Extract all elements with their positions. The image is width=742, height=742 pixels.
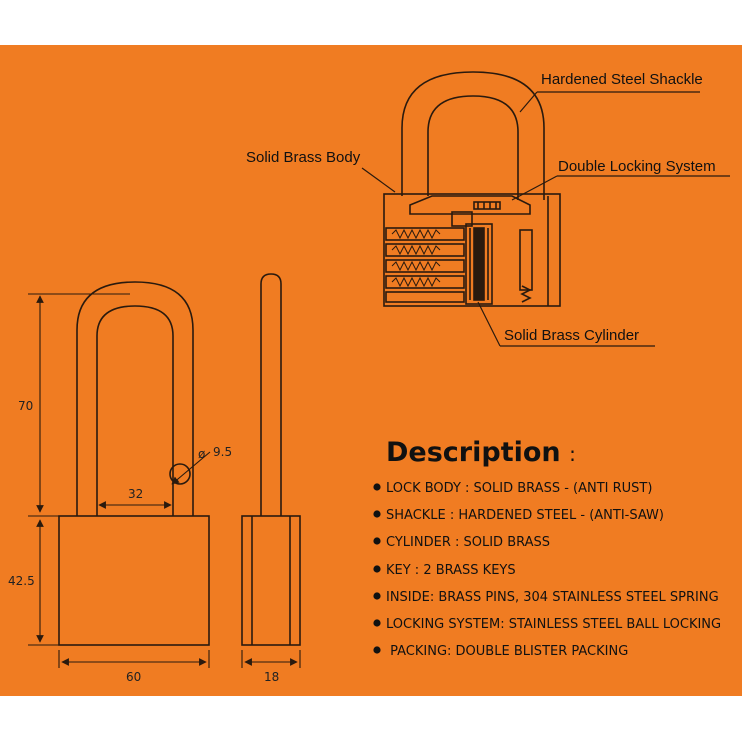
feature-item: PACKING: DOUBLE BLISTER PACKING <box>386 644 628 659</box>
dim-body-depth: 18 <box>264 670 279 684</box>
front-body <box>58 515 210 646</box>
dim-diameter-symbol: ø <box>198 447 205 461</box>
callout-leaders <box>361 91 730 347</box>
feature-item: LOCK BODY : SOLID BRASS - (ANTI RUST) <box>386 481 652 496</box>
bullet-icon <box>373 537 381 545</box>
callout-body: Solid Brass Body <box>246 149 361 166</box>
pin-springs <box>391 228 441 288</box>
feature-item: SHACKLE : HARDENED STEEL - (ANTI-SAW) <box>386 508 664 523</box>
side-shackle <box>260 273 282 516</box>
bullet-icon <box>373 483 381 491</box>
front-view-lock <box>58 281 210 646</box>
dim-shackle-width: 32 <box>128 487 143 501</box>
callout-cylinder: Solid Brass Cylinder <box>504 327 639 344</box>
feature-item: CYLINDER : SOLID BRASS <box>386 535 550 550</box>
shackle-section-circle <box>169 463 191 485</box>
pin-stacks <box>385 227 465 303</box>
dimension-lines <box>28 293 301 668</box>
cutaway-lock <box>383 71 561 307</box>
description-title-line: Description : <box>386 437 576 468</box>
bullet-icon <box>373 565 381 573</box>
dim-shackle-height: 70 <box>18 399 33 413</box>
dim-body-height: 42.5 <box>8 574 35 588</box>
dim-shackle-diameter: 9.5 <box>213 445 232 459</box>
bullet-icon <box>373 619 381 627</box>
bullet-icon <box>373 510 381 518</box>
description-colon: : <box>569 442 576 466</box>
side-body <box>241 515 301 646</box>
description-title: Description <box>386 437 561 468</box>
feature-item: INSIDE: BRASS PINS, 304 STAINLESS STEEL … <box>386 590 719 605</box>
callout-locking-system: Double Locking System <box>558 158 716 175</box>
cutaway-shackle <box>401 71 545 200</box>
feature-item: KEY : 2 BRASS KEYS <box>386 563 516 578</box>
side-view-lock <box>241 273 301 646</box>
bullet-icon <box>373 592 381 600</box>
feature-list: LOCK BODY : SOLID BRASS - (ANTI RUST) SH… <box>373 481 721 659</box>
description-block: Description : LOCK BODY : SOLID BRASS - … <box>373 437 721 659</box>
callout-shackle: Hardened Steel Shackle <box>541 71 703 88</box>
orange-background-panel <box>0 45 742 696</box>
bullet-icon <box>373 646 381 654</box>
front-shackle <box>76 281 194 516</box>
dim-body-width: 60 <box>126 670 141 684</box>
cutaway-lock-body <box>383 193 561 307</box>
feature-item: LOCKING SYSTEM: STAINLESS STEEL BALL LOC… <box>386 617 721 632</box>
